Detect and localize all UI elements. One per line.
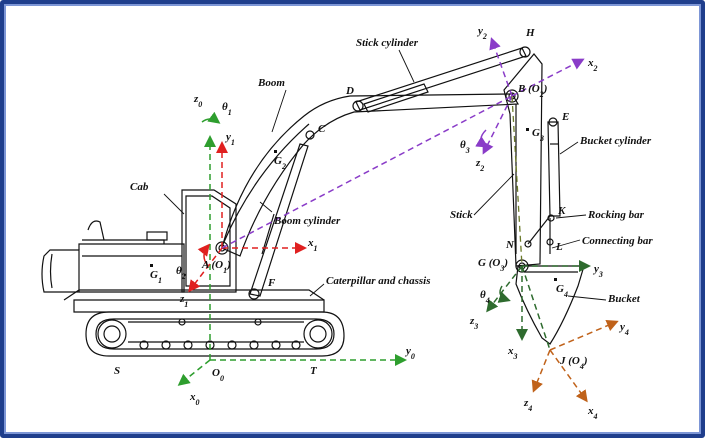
label-bucket: Bucket <box>607 293 641 305</box>
stick-outline <box>503 53 543 267</box>
axis-label-z1: z1 <box>179 293 188 309</box>
axis-x4 <box>549 349 588 403</box>
point-H: H <box>525 27 535 39</box>
caterpillar-track <box>85 311 345 357</box>
stick-cylinder <box>355 47 527 111</box>
idler-wheel <box>303 319 333 349</box>
drive-sprocket <box>97 319 127 349</box>
label-rocking-bar: Rocking bar <box>587 209 645 221</box>
point-J: J (O4) <box>559 355 588 371</box>
theta4-arc <box>497 285 511 303</box>
theta2-arc <box>197 243 210 267</box>
boom-cylinder <box>249 143 309 297</box>
axis-label-z4: z4 <box>523 397 532 413</box>
pin-E <box>548 117 558 127</box>
axis-z4 <box>531 349 551 393</box>
label-bucket-cylinder: Bucket cylinder <box>579 135 652 147</box>
axis-label-x0: x0 <box>189 391 200 407</box>
point-A: A (O1) <box>201 259 231 275</box>
point-B: B (O2) <box>517 83 547 99</box>
theta3-arc <box>475 129 489 148</box>
centroid-G4: G4 <box>556 283 568 299</box>
chassis <box>73 299 325 313</box>
point-N: N <box>505 239 515 251</box>
point-D: D <box>345 85 354 97</box>
axis-label-x4: x4 <box>587 405 598 421</box>
cab-outline <box>181 189 237 293</box>
axis-x0 <box>177 359 211 386</box>
line-A-B <box>221 95 513 249</box>
axis-label-y2: y2 <box>476 25 487 41</box>
label-caterpillar: Caterpillar and chassis <box>326 275 431 287</box>
label-stick-cylinder: Stick cylinder <box>356 37 419 49</box>
axis-label-z3: z3 <box>469 315 478 331</box>
axis-label-z2: z2 <box>475 157 484 173</box>
label-stick: Stick <box>450 209 473 221</box>
point-O0: O0 <box>212 367 224 383</box>
axis-label-y3: y3 <box>592 263 603 279</box>
centroid-G1: G1 <box>150 269 162 285</box>
boom-outline <box>221 93 520 257</box>
frame-3 <box>486 260 591 351</box>
label-connecting-bar: Connecting bar <box>582 235 653 247</box>
axis-y2 <box>489 37 513 97</box>
pin-N <box>524 240 532 248</box>
pin-D <box>352 100 364 112</box>
frame-1 <box>188 141 307 293</box>
counterweight <box>41 249 80 293</box>
axis-label-theta1: θ1 <box>222 101 232 117</box>
excavator-body <box>41 46 585 357</box>
rocking-bar <box>527 215 551 245</box>
leader-lines <box>163 49 607 301</box>
axis-label-y4: y4 <box>618 321 629 337</box>
centroid-G2: G2 <box>274 155 286 171</box>
theta1-arc <box>201 111 221 124</box>
pin-K <box>547 214 555 222</box>
bucket-cylinder <box>547 121 561 217</box>
pin-L <box>546 238 554 246</box>
point-F: F <box>267 277 276 289</box>
excavator-diagram: Stick cylinder Boom Cab Boom cylinder Ca… <box>41 25 653 421</box>
centroid-G3: G3 <box>532 127 544 143</box>
point-L: L <box>555 241 563 253</box>
axis-label-x1: x1 <box>307 237 318 253</box>
axis-label-z0: z0 <box>193 93 202 109</box>
axis-label-theta4: θ4 <box>480 289 490 305</box>
label-boom-cylinder: Boom cylinder <box>273 215 341 227</box>
label-cab: Cab <box>130 181 149 193</box>
point-T: T <box>310 365 318 377</box>
point-G: G (O3) <box>478 257 508 273</box>
point-S: S <box>114 365 120 377</box>
axis-label-theta3: θ3 <box>460 139 470 155</box>
axis-label-x2: x2 <box>587 57 598 73</box>
label-boom: Boom <box>257 77 285 89</box>
line-G-J <box>521 265 551 351</box>
axis-z1 <box>188 247 223 293</box>
point-C: C <box>318 123 326 135</box>
axis-label-y1: y1 <box>224 131 235 147</box>
pin-C <box>305 130 315 140</box>
axis-x2 <box>511 58 585 97</box>
point-K: K <box>557 205 566 217</box>
frame-4 <box>531 319 619 403</box>
axis-label-x3: x3 <box>507 345 518 361</box>
centroid-markers <box>150 128 557 281</box>
frame-2 <box>221 37 585 249</box>
line-B-G <box>511 95 523 267</box>
axis-label-y0: y0 <box>404 345 415 361</box>
axis-label-theta2: θ2 <box>176 265 186 281</box>
engine-housing <box>78 243 185 293</box>
track-rollers <box>139 318 301 350</box>
axis-z2 <box>482 95 513 155</box>
point-E: E <box>561 111 569 123</box>
frame-0 <box>177 111 407 386</box>
axis-y4 <box>549 319 619 351</box>
pin-H <box>519 46 531 58</box>
